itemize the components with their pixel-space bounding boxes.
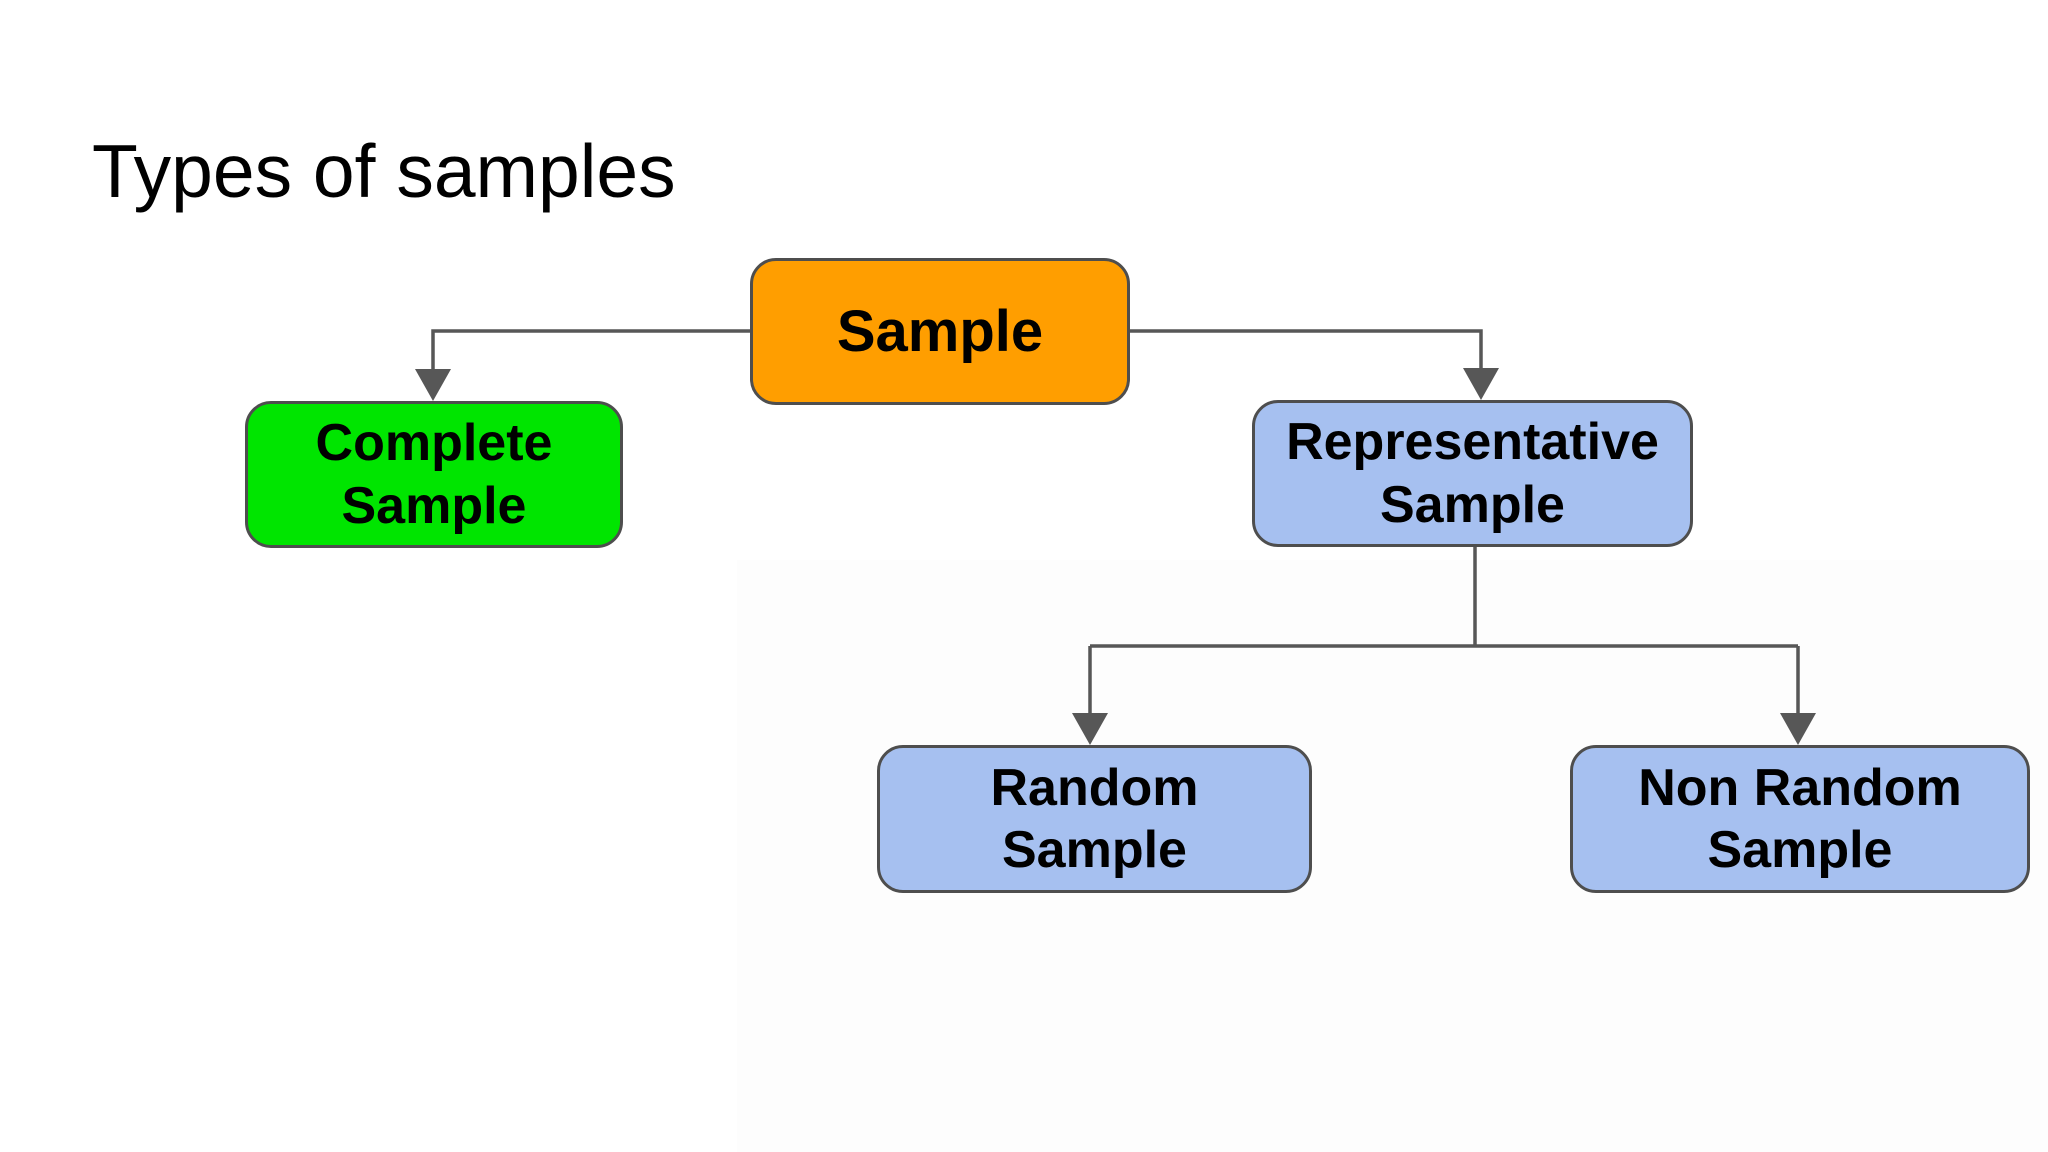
node-sample: Sample <box>750 258 1130 405</box>
connector-sample-to-representative-sample <box>1130 329 1499 400</box>
page-title: Types of samples <box>92 129 676 213</box>
arrow-down-icon <box>1463 368 1499 400</box>
node-non-random-sample: Non Random Sample <box>1570 745 2030 893</box>
connector-sample-to-complete-sample <box>415 329 750 401</box>
node-complete-sample: Complete Sample <box>245 401 623 548</box>
connector-representative-sample-branches <box>1072 547 1816 745</box>
node-random-sample: Random Sample <box>877 745 1312 893</box>
arrow-down-icon <box>1072 713 1108 745</box>
node-representative-sample: Representative Sample <box>1252 400 1693 547</box>
arrow-down-icon <box>415 369 451 401</box>
arrow-down-icon <box>1780 713 1816 745</box>
